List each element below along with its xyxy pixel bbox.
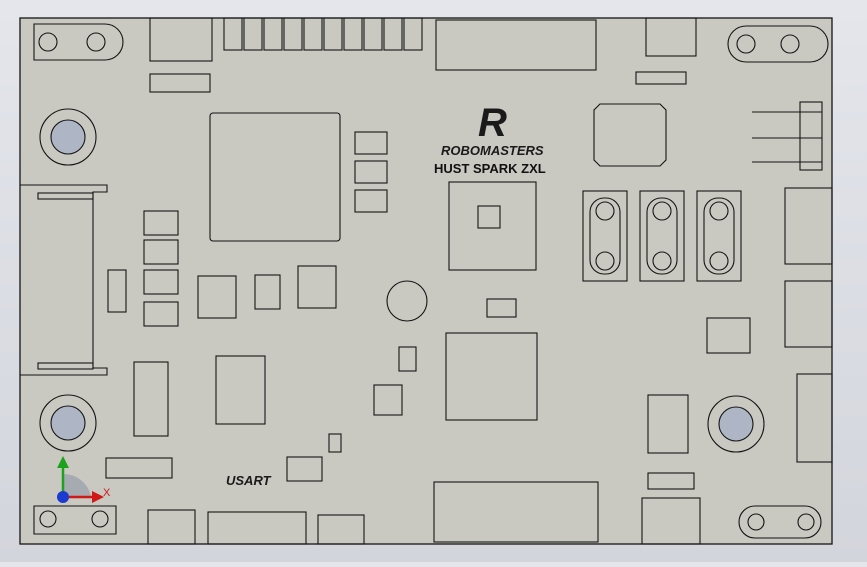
connector-bottom-2	[317, 514, 365, 545]
chip-small-5	[328, 433, 342, 453]
buzzer	[386, 280, 428, 322]
connector-right-small	[647, 394, 689, 454]
inductor	[297, 265, 337, 309]
chip-small-1	[254, 274, 281, 310]
connector-bottom-right	[641, 497, 701, 545]
brand-text: ROBOMASTERS	[441, 143, 544, 158]
triad-shadow	[63, 473, 91, 497]
axis-y-arrow-icon	[57, 456, 69, 468]
mounting-slot-top-right	[727, 25, 829, 63]
pin-header-top	[223, 17, 423, 51]
logo-letter: R	[478, 101, 507, 145]
axis-x-arrow-icon	[92, 491, 104, 503]
team-text: HUST SPARK ZXL	[434, 161, 546, 176]
right-angle-header	[752, 101, 823, 171]
header-4pin-bottom	[105, 457, 173, 479]
connector-top-left	[149, 17, 213, 62]
connector-left-vertical	[133, 361, 169, 437]
connector-bottom-1	[147, 509, 196, 545]
chip-imu	[445, 332, 538, 421]
connector-right-3	[796, 373, 833, 463]
can-transceiver	[593, 103, 667, 167]
usart-label: USART	[226, 473, 272, 488]
mounting-slot-top-left	[33, 23, 124, 61]
regulator-left	[197, 275, 237, 319]
mounting-hole-right	[707, 395, 765, 453]
connector-right-1	[784, 187, 833, 265]
mounting-slot-bottom-left	[33, 505, 117, 535]
pin-header-bottom-double	[433, 481, 599, 543]
chip-small-4	[486, 298, 517, 318]
chip-mid	[215, 355, 266, 425]
mounting-slot-bottom-right	[738, 505, 822, 539]
switch-3	[696, 190, 742, 282]
chip-small-6	[286, 456, 323, 482]
origin-icon	[57, 491, 69, 503]
axis-x-label: X	[103, 487, 111, 499]
sd-card-slot	[20, 184, 108, 376]
pin-header-top-double	[435, 19, 597, 71]
mounting-hole-left-bottom	[39, 394, 97, 452]
imu-module	[448, 181, 537, 271]
connector-right-2	[784, 280, 833, 348]
mounting-hole-left-top	[39, 108, 97, 166]
capacitor-group-top	[354, 131, 388, 213]
header-3pin-top-right	[635, 71, 687, 85]
switch-1	[582, 190, 628, 282]
chip-small-2	[398, 346, 417, 372]
axis-triad: X	[57, 456, 111, 503]
header-3pin-bottom-right	[647, 472, 695, 490]
chip-right-mid	[706, 317, 751, 354]
capacitor-group-left	[143, 210, 179, 327]
chip-small-3	[373, 384, 403, 416]
header-3pin-top	[149, 73, 211, 93]
resistor-left	[107, 269, 127, 313]
mcu-chip	[209, 112, 341, 242]
switch-2	[639, 190, 685, 282]
usb-connector	[207, 511, 307, 545]
connector-top-right	[645, 17, 697, 57]
